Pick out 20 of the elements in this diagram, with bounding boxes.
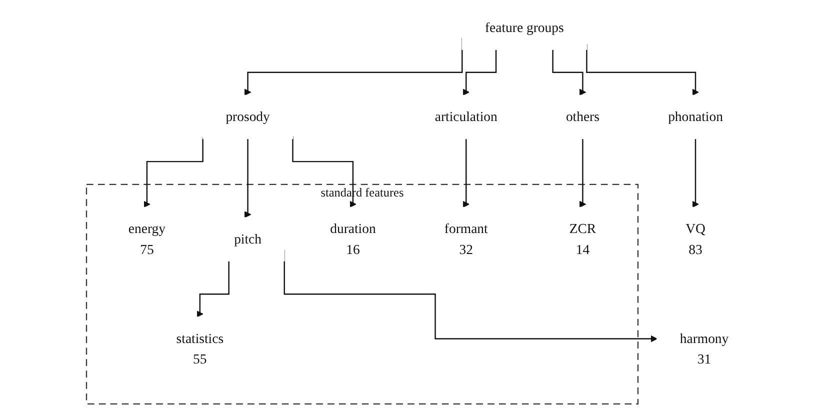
- node-text: statistics 55: [176, 330, 224, 367]
- arrow: [552, 50, 586, 96]
- arrow: [144, 136, 204, 208]
- arrow: [292, 136, 356, 208]
- node-text: duration 16: [330, 221, 376, 257]
- node-text: VQ 83: [686, 221, 706, 257]
- arrow: [196, 261, 230, 318]
- arrow: [692, 138, 699, 208]
- node-text: ZCR 14: [569, 221, 596, 257]
- node-text: prosody: [226, 108, 270, 124]
- node-text: energy 75: [128, 221, 166, 257]
- node-text: formant 32: [444, 221, 488, 257]
- node-text: others: [566, 108, 600, 124]
- arrow: [244, 138, 252, 218]
- node-text: articulation: [434, 108, 498, 124]
- node-text: harmony 31: [680, 330, 729, 367]
- arrow: [462, 138, 470, 208]
- arrow: [462, 50, 497, 96]
- arrow: [579, 138, 586, 208]
- node-text: phonation: [668, 108, 723, 124]
